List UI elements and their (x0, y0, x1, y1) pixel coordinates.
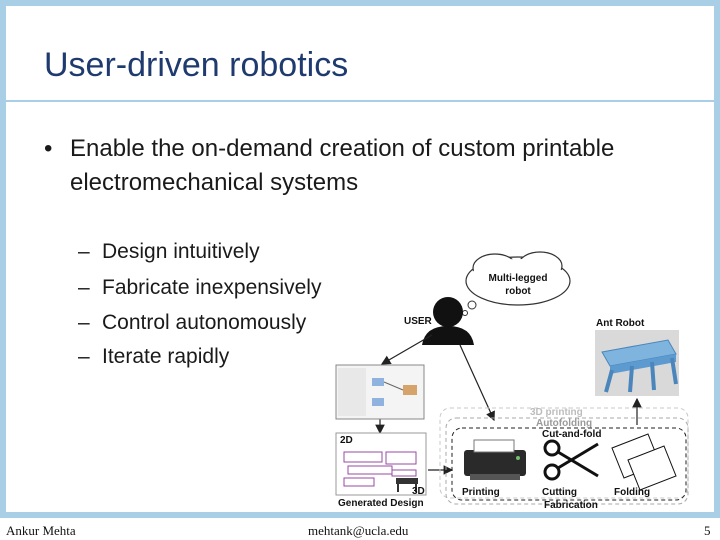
sub-bullet: –Fabricate inexpensively (78, 276, 322, 299)
workflow-diagram: Multi-legged robot USER Ant Robot 2D (335, 251, 689, 511)
3d-printing-label: 3D printing (530, 407, 583, 418)
cut-and-fold-label: Cut-and-fold (542, 429, 601, 440)
sub-bullet: –Design intuitively (78, 240, 260, 263)
sub-bullet: –Iterate rapidly (78, 345, 230, 368)
ant-robot-image (595, 330, 679, 396)
ant-robot-label: Ant Robot (596, 318, 645, 329)
scissors-icon (543, 439, 599, 481)
user-icon (422, 297, 474, 345)
cloud-text-2: robot (505, 286, 531, 297)
label-3d: 3D (412, 486, 425, 497)
thought-cloud: Multi-legged robot (462, 251, 571, 316)
generated-design-label: Generated Design (338, 498, 424, 509)
user-label: USER (404, 316, 433, 327)
fabrication-label: Fabrication (544, 500, 598, 511)
folding-label: Folding (614, 487, 650, 498)
folded-paper-icon (611, 433, 677, 491)
slide-title: User-driven robotics (44, 46, 349, 84)
slide-frame (0, 0, 720, 518)
generated-design-image: 2D 3D (335, 432, 427, 497)
footer-email: mehtank@ucla.edu (308, 523, 409, 538)
footer-author: Ankur Mehta (6, 523, 76, 538)
bullet-text: Enable the on-demand creation of custom … (70, 135, 615, 196)
bullet-marker: • (44, 135, 53, 162)
printing-label: Printing (462, 487, 500, 498)
cutting-label: Cutting (542, 487, 577, 498)
sub-bullet: –Control autonomously (78, 311, 307, 334)
title-divider (6, 100, 714, 102)
label-2d: 2D (340, 435, 353, 446)
cloud-text-1: Multi-legged (489, 273, 548, 284)
autofolding-label: Autofolding (536, 418, 592, 429)
design-software-image (335, 364, 425, 420)
page-number: 5 (704, 523, 711, 538)
printer-icon (464, 439, 526, 480)
